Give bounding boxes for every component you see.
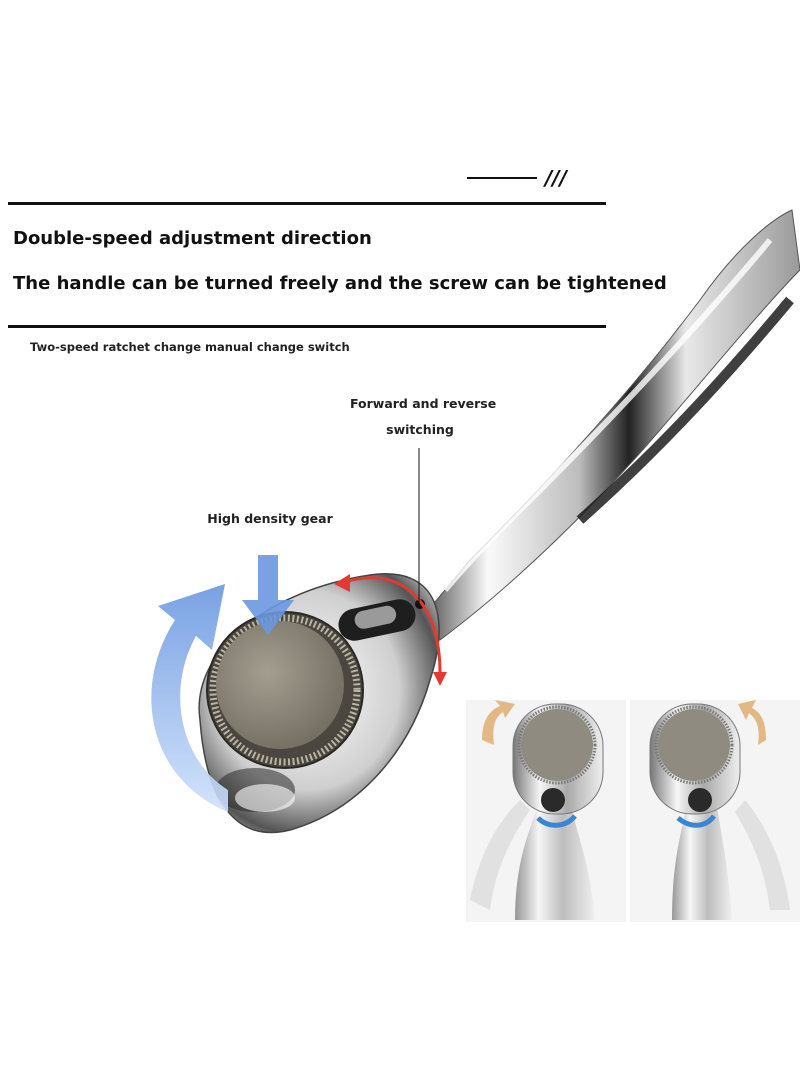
top-rule (8, 202, 606, 205)
ratchet-handle (419, 209, 800, 641)
switch-label-line2: switching (386, 422, 454, 437)
gear-label: High density gear (207, 511, 333, 526)
inset-left-ratchet (466, 700, 626, 922)
header-slashes: /// (545, 166, 567, 190)
switch-label-line1: Forward and reverse (350, 396, 497, 411)
direction-switch (338, 599, 425, 641)
bottom-rule (8, 325, 606, 328)
inset-right-ratchet (630, 700, 800, 922)
subtitle-caption: Two-speed ratchet change manual change s… (30, 340, 350, 354)
heading-secondary: The handle can be turned freely and the … (13, 273, 667, 294)
header-short-rule (467, 177, 537, 179)
curved-arrow-icon (151, 584, 228, 812)
heading-primary: Double-speed adjustment direction (13, 228, 372, 249)
high-density-gear (206, 611, 364, 769)
red-curved-arrow-icon (334, 574, 447, 686)
arrow-down-icon (242, 555, 294, 635)
